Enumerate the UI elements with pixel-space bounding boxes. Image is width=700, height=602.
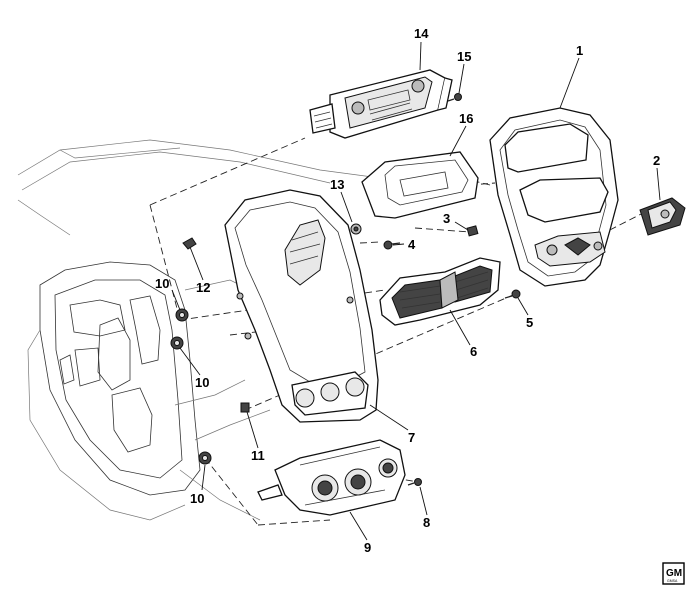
callout-8: 8 bbox=[423, 515, 430, 530]
callout-labels: 14 15 1 16 2 13 3 4 5 6 12 10 10 11 7 10… bbox=[155, 26, 660, 555]
callout-13: 13 bbox=[330, 177, 344, 192]
screw-5 bbox=[504, 289, 521, 299]
callout-14: 14 bbox=[414, 26, 429, 41]
callout-11: 11 bbox=[251, 448, 265, 463]
callout-1: 1 bbox=[576, 43, 583, 58]
switch-2 bbox=[639, 197, 686, 236]
callout-12: 12 bbox=[196, 280, 210, 295]
screw-15 bbox=[447, 93, 462, 102]
callout-2: 2 bbox=[653, 153, 660, 168]
hvac-control-unit bbox=[257, 439, 406, 516]
callout-5: 5 bbox=[526, 315, 533, 330]
clip-3 bbox=[466, 225, 479, 237]
nut-10-middle bbox=[170, 336, 184, 350]
clip-13 bbox=[350, 223, 362, 235]
logo-brand: GM bbox=[666, 568, 682, 579]
callout-15: 15 bbox=[457, 49, 471, 64]
clip-12 bbox=[182, 237, 197, 250]
callout-16: 16 bbox=[459, 111, 473, 126]
callout-3: 3 bbox=[443, 211, 450, 226]
main-bezel-frame bbox=[224, 189, 379, 423]
air-vent-assembly bbox=[379, 257, 501, 326]
callout-10-lower: 10 bbox=[190, 491, 204, 506]
dashboard-structure bbox=[17, 139, 396, 521]
screw-8 bbox=[407, 478, 422, 486]
callout-10-upper: 10 bbox=[155, 276, 169, 291]
nut-10-lower bbox=[198, 451, 212, 465]
nut-10-upper bbox=[175, 308, 189, 322]
logo-sub: GMSA bbox=[667, 579, 678, 583]
display-bezel bbox=[361, 151, 479, 219]
screw-4 bbox=[383, 240, 401, 250]
clip-11 bbox=[240, 402, 250, 413]
callout-10-middle: 10 bbox=[195, 375, 209, 390]
gm-logo: GM GMSA bbox=[662, 562, 685, 585]
leader-lines bbox=[171, 41, 661, 541]
callout-9: 9 bbox=[364, 540, 371, 555]
callout-4: 4 bbox=[408, 237, 416, 252]
radio-unit bbox=[309, 69, 453, 139]
center-trim-bezel bbox=[489, 107, 619, 287]
callout-7: 7 bbox=[408, 430, 415, 445]
callout-6: 6 bbox=[470, 344, 477, 359]
